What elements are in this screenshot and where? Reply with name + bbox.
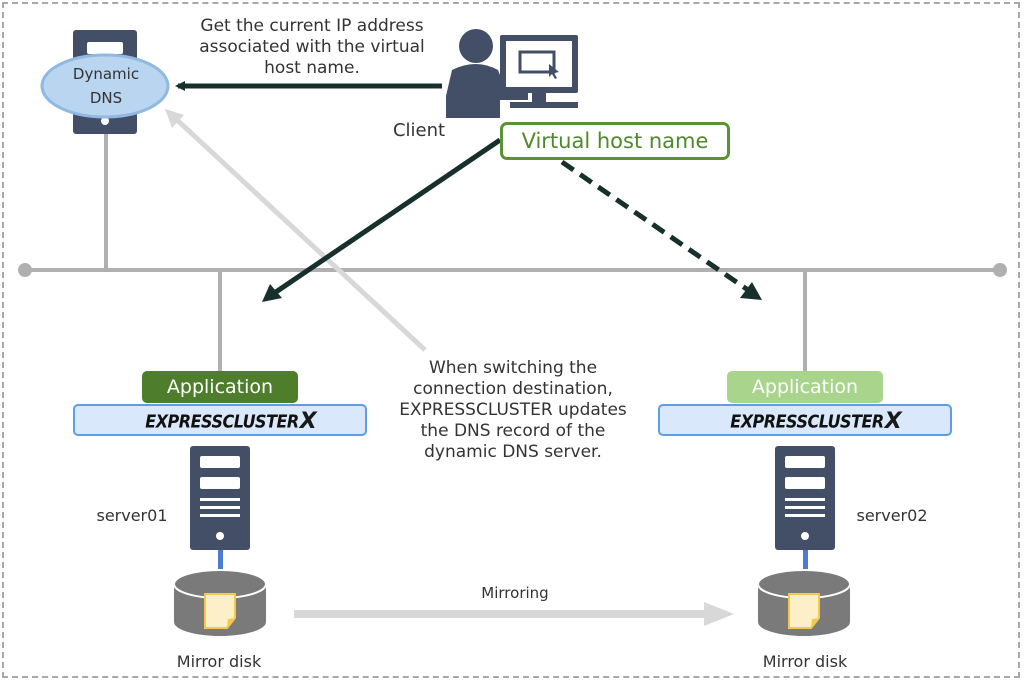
user-computer-icon (446, 29, 578, 118)
update-callout-line4: the DNS record of the (420, 421, 606, 441)
expresscluster-bar-1: EXPRESSCLUSTER X (73, 404, 367, 436)
query-callout-line3: host name. (264, 58, 360, 78)
ecx-suffix: X (884, 408, 902, 434)
ecx-name: EXPRESSCLUSTER (145, 410, 299, 432)
application-active-badge: Application (142, 371, 298, 403)
mirroring-arrow (294, 602, 734, 626)
bus-end-left (18, 263, 32, 277)
dns-label-line1: Dynamic (72, 65, 140, 83)
network-bus (18, 130, 1007, 372)
dns-label-line2: DNS (89, 89, 123, 107)
connection-arrowhead-standby (740, 282, 762, 300)
update-callout-line5: dynamic DNS server. (424, 442, 602, 462)
dns-server-label: Dynamic DNS (42, 62, 170, 110)
connection-arrow-active (267, 137, 502, 299)
server02-disk-link (803, 550, 808, 572)
client-label: Client (392, 120, 446, 141)
ecx-suffix: X (299, 408, 317, 434)
query-callout: Get the current IP address associated wi… (178, 16, 446, 79)
mirror-disk-1-icon (173, 569, 267, 636)
dns-server-icon (40, 30, 170, 134)
server02-icon (775, 446, 835, 550)
virtual-host-name-box: Virtual host name (500, 122, 730, 160)
dns-update-arrow (165, 109, 427, 352)
mirror-disk-1-label: Mirror disk (176, 652, 262, 671)
server01-disk-link (218, 550, 223, 572)
ecx-name: EXPRESSCLUSTER (730, 410, 884, 432)
server01-icon (190, 446, 250, 550)
update-callout-line3: EXPRESSCLUSTER updates (399, 400, 627, 420)
dns-update-callout: When switching the connection destinatio… (378, 358, 648, 463)
query-callout-line2: associated with the virtual (199, 37, 425, 57)
mirroring-label: Mirroring (481, 584, 549, 602)
expresscluster-bar-2: EXPRESSCLUSTER X (658, 404, 952, 436)
application-standby-badge: Application (727, 371, 883, 403)
connection-arrowhead-active (262, 284, 282, 302)
server01-label: server01 (96, 506, 168, 525)
connection-arrow-standby (560, 159, 750, 293)
server02-label: server02 (856, 506, 928, 525)
mirror-disk-2-label: Mirror disk (762, 652, 848, 671)
update-callout-line2: connection destination, (413, 379, 613, 399)
mirror-disk-2-icon (757, 569, 851, 636)
dns-ellipse (40, 53, 170, 119)
query-callout-line1: Get the current IP address (200, 16, 424, 36)
bus-end-right (993, 263, 1007, 277)
update-callout-line1: When switching the (428, 358, 598, 378)
